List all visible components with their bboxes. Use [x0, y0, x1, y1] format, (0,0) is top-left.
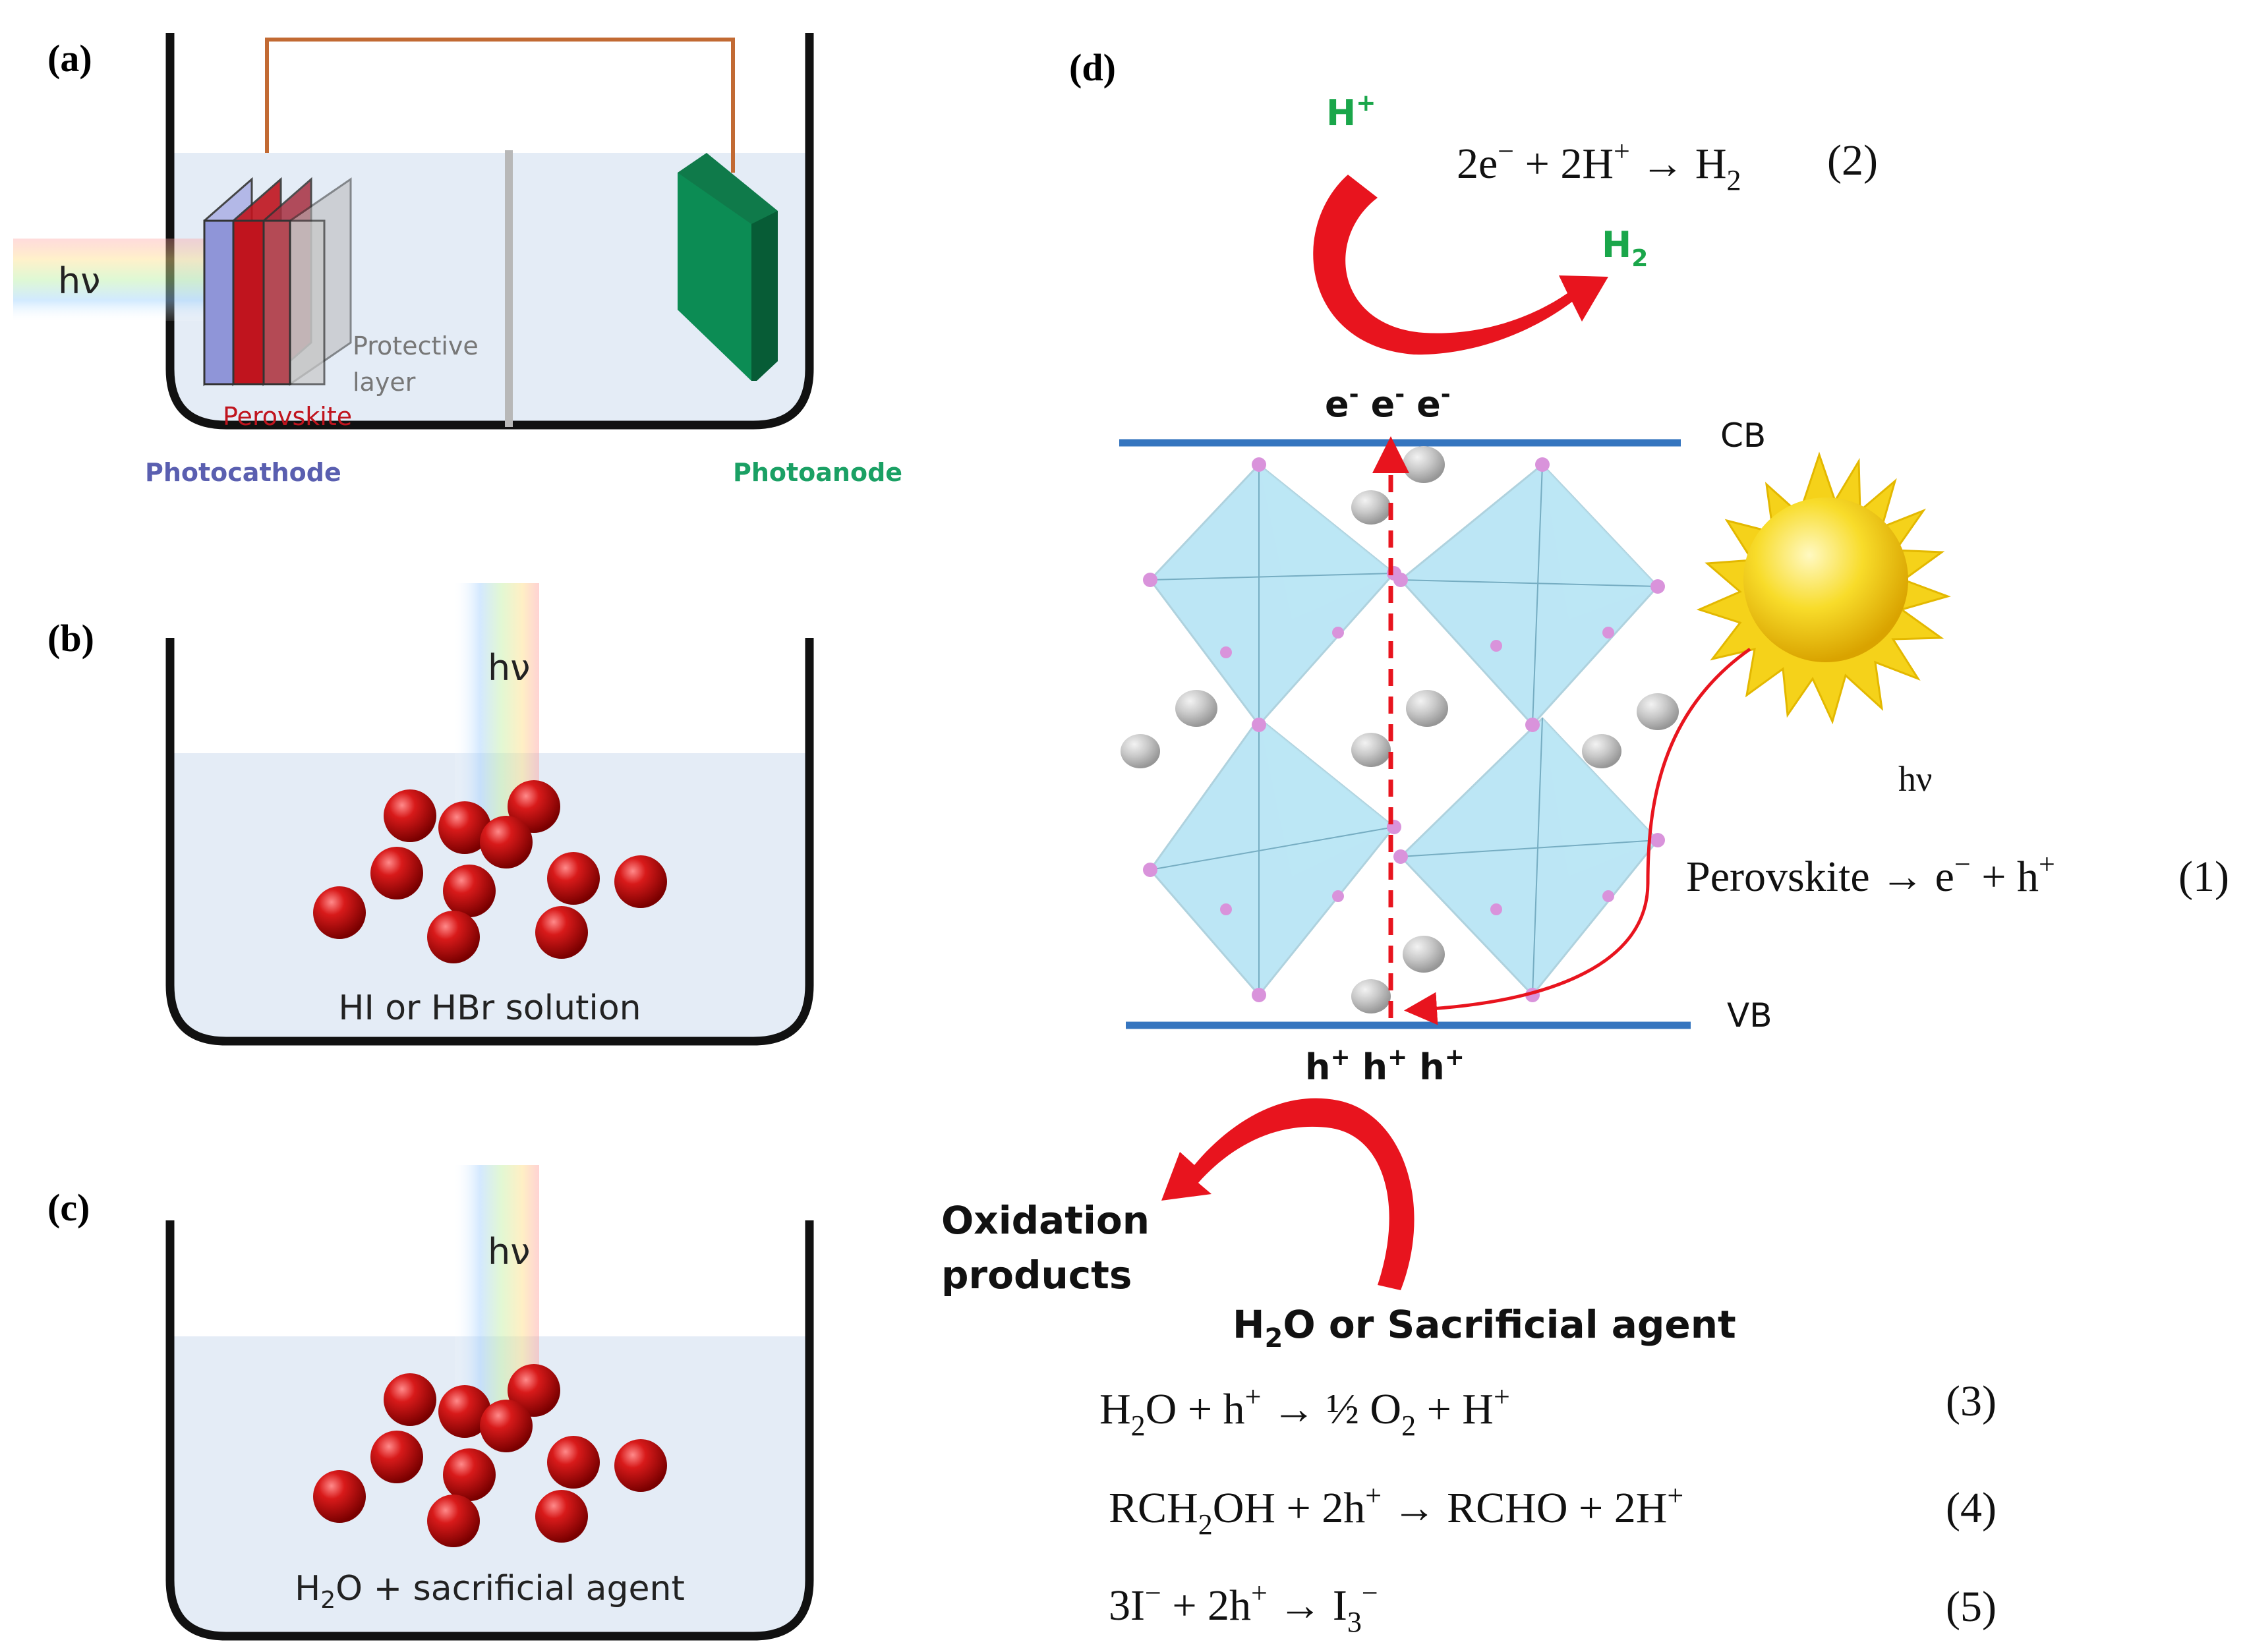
panel-c-particles [313, 1364, 667, 1547]
photoanode-label: Photoanode [733, 458, 902, 487]
equation-1: Perovskite → e− + h+ [1686, 848, 2055, 901]
photoanode-electrode [678, 153, 778, 381]
equation-2: 2e− + 2H+ → H2 [1457, 135, 1741, 196]
panel-a-wire [265, 38, 735, 173]
reduction-arrow [1313, 175, 1608, 355]
equation-5-number: (5) [1946, 1583, 1997, 1631]
panel-d-hv-label: hν [1898, 759, 1932, 799]
equation-3: H2O + h+ → ½ O2 + H+ [1099, 1381, 1510, 1442]
panel-a: (a) hν Protective layer Per [13, 33, 902, 487]
h2-label: H2 [1602, 224, 1648, 272]
octahedron-top-left [1149, 463, 1396, 727]
equation-2-number: (2) [1827, 136, 1878, 185]
octahedron-top-right [1399, 463, 1660, 727]
cation-atoms [1121, 446, 1679, 1013]
panel-c-beaker [165, 1220, 814, 1641]
protective-layer-label-2: layer [353, 368, 416, 397]
panel-d-label: (d) [1069, 46, 1116, 89]
panel-a-beaker [165, 33, 814, 430]
panel-a-hv-label: hν [58, 260, 100, 302]
equation-4: RCH2OH + 2h+ → RCHO + 2H+ [1109, 1479, 1683, 1541]
electrons-label: e-e-e- [1325, 381, 1451, 425]
panel-c-solution-label: H2O + sacrificial agent [295, 1569, 685, 1614]
panel-c-label: (c) [47, 1186, 90, 1229]
perovskite-label: Perovskite [223, 402, 352, 431]
oxidation-products-label-2: products [941, 1253, 1132, 1297]
holes-label: h+h+h+ [1305, 1044, 1465, 1088]
equation-1-number: (1) [2178, 853, 2229, 901]
perovskite-crystal [1121, 446, 1679, 1013]
equation-5: 3I− + 2h+ → I3− [1109, 1577, 1378, 1638]
sun-icon [1696, 451, 1951, 725]
panel-b-solution-label: HI or HBr solution [338, 988, 641, 1028]
oxidation-products-label-1: Oxidation [941, 1198, 1150, 1243]
panel-b-label: (b) [47, 617, 94, 660]
oxidation-arrow [1161, 1098, 1415, 1290]
vb-label: VB [1727, 996, 1772, 1035]
light-absorption-arrow [1404, 647, 1751, 1025]
photocathode-label: Photocathode [145, 458, 341, 487]
photocathode-stack [203, 177, 352, 387]
sacrificial-agent-label: H2O or Sacrificial agent [1233, 1302, 1736, 1353]
panel-b-beaker [165, 638, 814, 1046]
panel-c: (c) hν H2O + sacrificial agent [47, 1165, 814, 1641]
equation-3-number: (3) [1946, 1377, 1997, 1425]
panel-a-light-beam [13, 239, 211, 321]
octahedron-bottom-left [1149, 716, 1396, 997]
panel-a-membrane [505, 150, 513, 427]
panel-b: (b) hν HI or HBr solution [47, 583, 814, 1046]
panel-b-particles [313, 780, 667, 963]
panel-a-label: (a) [47, 37, 92, 80]
cb-label: CB [1720, 416, 1766, 455]
equation-4-number: (4) [1946, 1484, 1997, 1532]
h-plus-label: H+ [1326, 90, 1376, 134]
panel-b-hv-label: hν [488, 647, 530, 689]
protective-layer-label-1: Protective [353, 331, 479, 360]
panel-c-hv-label: hν [488, 1231, 530, 1272]
panel-d: (d) H+ H2 2e− + 2H+ → H2 (2) e-e-e- CB V… [941, 46, 2229, 1638]
